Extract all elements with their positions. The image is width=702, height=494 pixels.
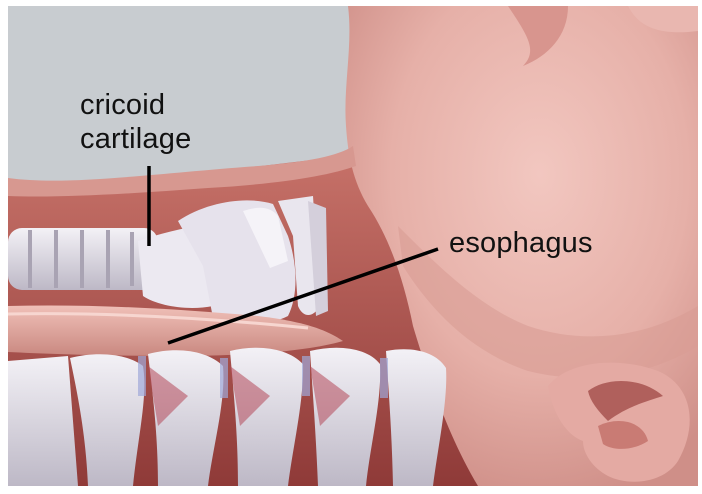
cricoid-label-line1: cricoid: [80, 88, 191, 122]
esophagus-label: esophagus: [449, 226, 593, 260]
anatomy-illustration-frame: cricoid cartilage esophagus: [8, 6, 698, 486]
anatomy-scene: [8, 6, 698, 486]
trachea: [8, 228, 158, 290]
cricoid-cartilage-label: cricoid cartilage: [80, 88, 191, 156]
cricoid-label-line2: cartilage: [80, 122, 191, 156]
